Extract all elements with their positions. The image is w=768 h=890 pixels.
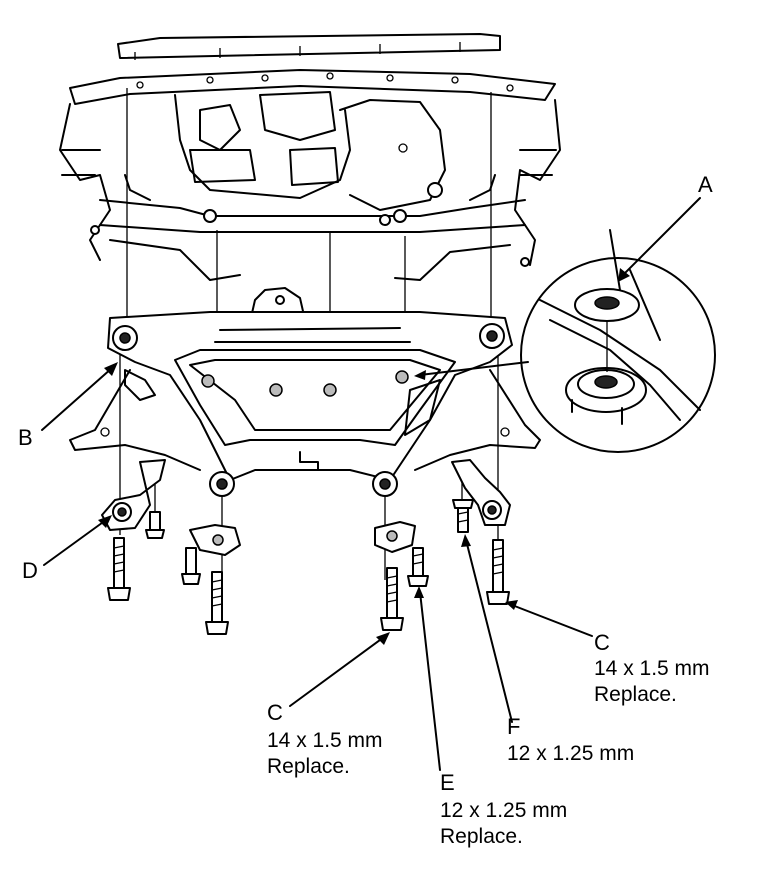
bolt-left-small bbox=[181, 547, 201, 585]
callout-d-letter: D bbox=[22, 558, 38, 583]
bolt-c-left-front bbox=[107, 537, 131, 601]
callout-e-note: Replace. bbox=[440, 825, 523, 848]
mount-brackets bbox=[101, 459, 511, 556]
leader-lines bbox=[41, 197, 701, 771]
washer-detail-zoom bbox=[520, 229, 716, 453]
bolt-e bbox=[407, 547, 429, 587]
vehicle-body-underside bbox=[59, 69, 561, 323]
callout-c-right-note: Replace. bbox=[594, 683, 677, 706]
bolt-c-center bbox=[380, 567, 404, 631]
bolt-right-rear bbox=[486, 539, 510, 605]
callout-f-letter: F bbox=[507, 714, 521, 739]
callout-c-left-note: Replace. bbox=[267, 755, 350, 778]
bolt-d-side bbox=[145, 511, 165, 539]
callout-c-right-size: 14 x 1.5 mm bbox=[594, 657, 710, 680]
callout-e-letter: E bbox=[440, 770, 455, 795]
callout-c-left-letter: C bbox=[267, 700, 283, 725]
callout-c-left-size: 14 x 1.5 mm bbox=[267, 729, 383, 752]
front-subframe bbox=[69, 311, 541, 497]
callout-c-right-letter: C bbox=[594, 630, 610, 655]
bumper-strip bbox=[117, 33, 501, 60]
callout-a-letter: A bbox=[698, 172, 713, 197]
bolt-f bbox=[452, 499, 474, 533]
callout-f-size: 12 x 1.25 mm bbox=[507, 742, 635, 765]
bolt-left-center bbox=[205, 571, 229, 635]
callout-e-size: 12 x 1.25 mm bbox=[440, 799, 568, 822]
bolts bbox=[107, 499, 510, 635]
callout-b-letter: B bbox=[18, 425, 33, 450]
